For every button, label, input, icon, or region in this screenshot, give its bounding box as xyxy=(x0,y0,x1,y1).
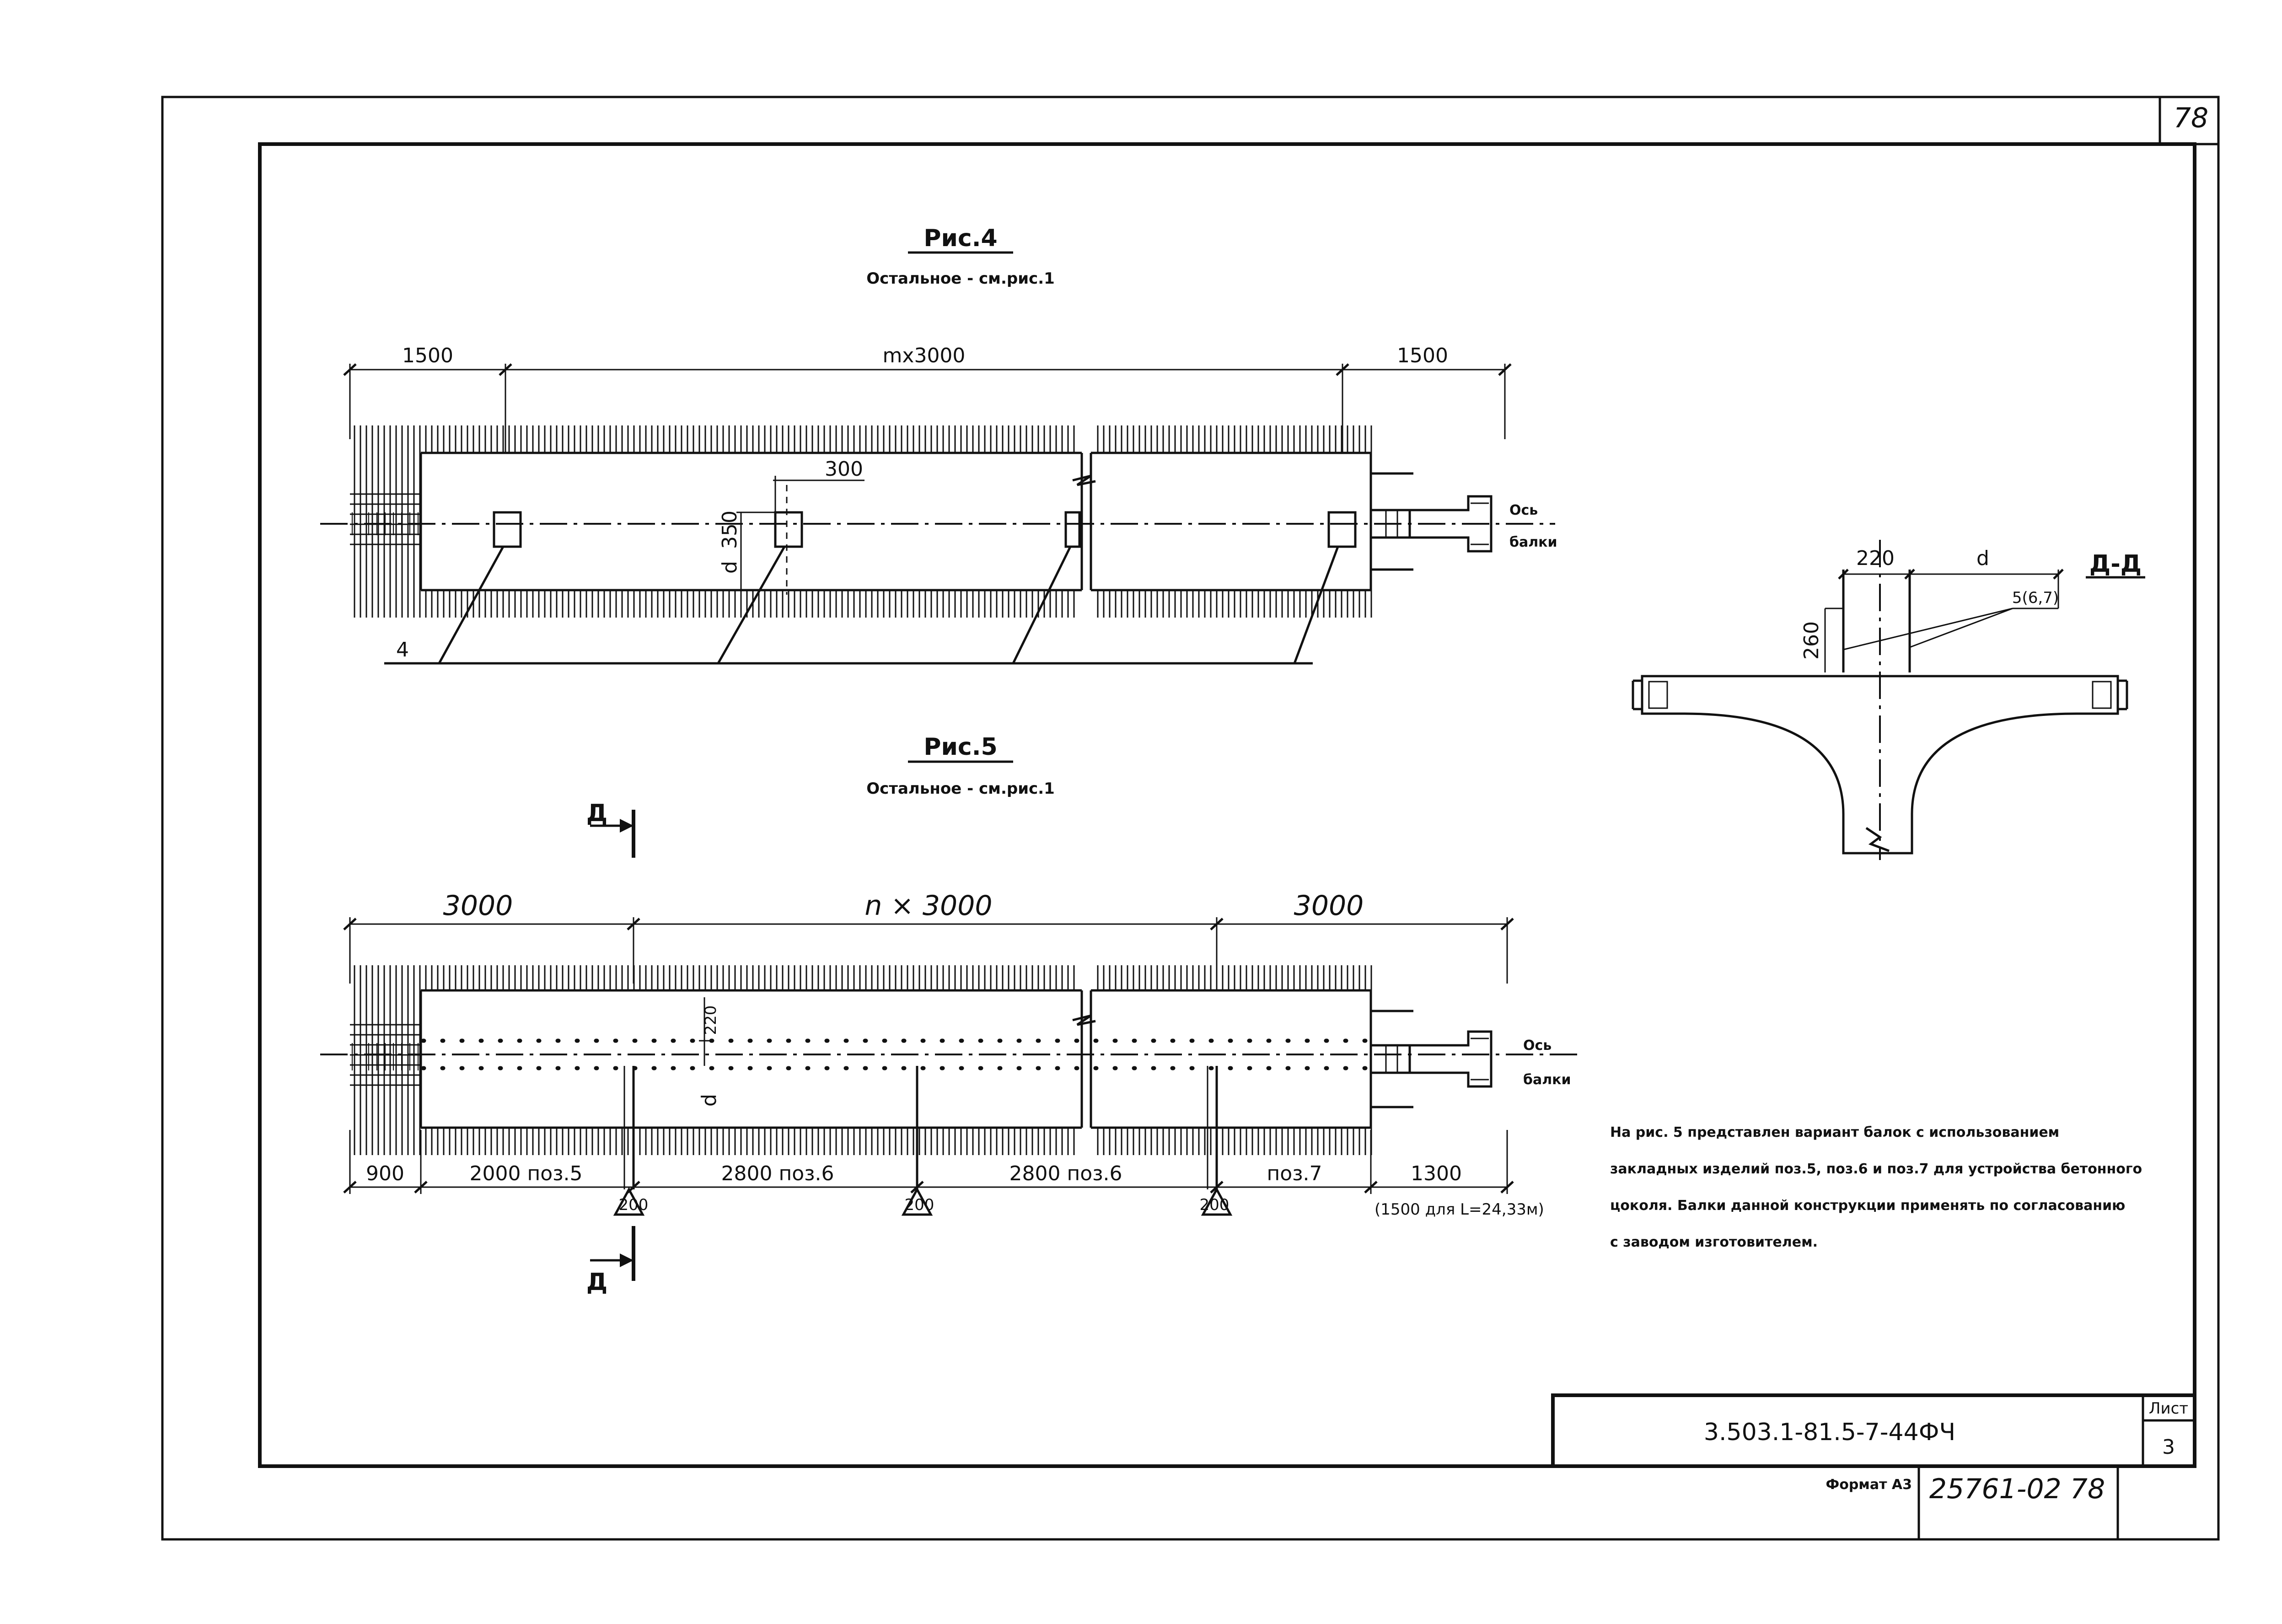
fig5-end-detail xyxy=(1369,1010,1493,1108)
fig5-section-mark-bottom-label: Д xyxy=(586,1269,607,1296)
inventory-number: 25761-02 78 xyxy=(1929,1473,2105,1505)
format-label: Формат А3 xyxy=(1826,1477,1912,1493)
fig5-subtitle: Остальное - см.рис.1 xyxy=(866,780,1055,798)
fig4-leader-label: 4 xyxy=(396,638,409,661)
fig5-title: Рис.5 xyxy=(924,733,997,761)
fig5-dim-left: 3000 xyxy=(443,890,513,922)
fig4-end-detail xyxy=(1369,472,1493,571)
fig4-leaders xyxy=(384,546,1339,665)
fig5-axis-label-2: балки xyxy=(1523,1072,1571,1088)
fig5-supports xyxy=(613,1187,1233,1216)
page-number: 78 xyxy=(2174,102,2208,134)
fig5-support-2: 200 xyxy=(1200,1196,1230,1214)
fig5-embedded-parts-dots xyxy=(421,1038,1372,1070)
fig5-bottom-dim-0: 900 xyxy=(366,1162,404,1185)
section-d-d: Д-Д 220 d 260 5(6,7) xyxy=(1632,540,2145,860)
fig5-bottom-dim-4: поз.7 xyxy=(1267,1162,1322,1185)
fig4-dimension-line xyxy=(343,363,1512,526)
section-leader-label: 5(6,7) xyxy=(2012,589,2059,607)
figure-4: Рис.4 Остальное - см.рис.1 1500 mx3000 1… xyxy=(320,225,1557,665)
fig4-dim-middle: mx3000 xyxy=(883,344,966,367)
note-block: На рис. 5 представлен вариант балок с ис… xyxy=(1610,1124,2142,1250)
fig5-bottom-dimension-line xyxy=(343,1130,1514,1194)
note-line-2: цоколя. Балки данной конструкции применя… xyxy=(1610,1198,2125,1214)
fig5-note-1500: (1500 для L=24,33м) xyxy=(1375,1200,1544,1219)
section-dim-260: 260 xyxy=(1800,621,1823,660)
fig5-section-mark-top xyxy=(590,810,635,858)
fig4-dim-right: 1500 xyxy=(1397,344,1448,367)
fig5-bottom-dim-3: 2800 поз.6 xyxy=(1009,1162,1122,1185)
fig4-dim-300: 300 xyxy=(825,457,863,481)
section-title: Д-Д xyxy=(2089,550,2142,578)
fig5-dim-right: 3000 xyxy=(1294,890,1364,922)
section-dim-220: 220 xyxy=(1856,547,1895,570)
fig5-bottom-dim-1: 2000 поз.5 xyxy=(469,1162,582,1185)
fig5-part-boundaries xyxy=(623,997,1218,1189)
fig5-support-1: 200 xyxy=(905,1196,934,1214)
fig4-embedded-plates xyxy=(493,485,1357,595)
fig5-bottom-dim-5: 1300 xyxy=(1411,1162,1462,1185)
fig5-section-mark-bottom xyxy=(590,1226,635,1281)
section-dim-d: d xyxy=(1976,547,1989,570)
fig5-dimension-line xyxy=(343,917,1514,984)
fig4-dim-d: d xyxy=(718,561,741,574)
note-line-0: На рис. 5 представлен вариант балок с ис… xyxy=(1610,1124,2059,1140)
fig4-title: Рис.4 xyxy=(924,225,997,252)
note-line-3: с заводом изготовителем. xyxy=(1610,1234,1818,1250)
sheet-number: 3 xyxy=(2162,1436,2175,1459)
fig5-bottom-dim-2: 2800 поз.6 xyxy=(721,1162,834,1185)
figure-5: Рис.5 Остальное - см.рис.1 Д Д 3 xyxy=(320,733,1583,1296)
title-block xyxy=(1551,1393,2196,1539)
fig4-local-dims xyxy=(736,476,864,590)
fig4-subtitle: Остальное - см.рис.1 xyxy=(866,269,1055,288)
fig4-axis-label-2: балки xyxy=(1509,534,1557,550)
fig5-dim-220: 220 xyxy=(702,1006,720,1035)
fig4-dim-350: 350 xyxy=(718,511,741,549)
fig4-axis-label-1: Ось xyxy=(1509,502,1538,518)
document-code: 3.503.1-81.5-7-44ФЧ xyxy=(1704,1419,1955,1446)
fig5-axis-label-1: Ось xyxy=(1523,1038,1552,1054)
fig5-beam-body xyxy=(419,989,1372,1129)
sheet-label: Лист xyxy=(2149,1399,2188,1418)
section-profile xyxy=(1641,675,2119,855)
fig5-section-mark-top-label: Д xyxy=(586,800,607,827)
fig4-beam-body xyxy=(419,452,1372,592)
fig5-end-mesh xyxy=(350,1024,421,1086)
fig4-dim-left: 1500 xyxy=(402,344,453,367)
sheet-frame xyxy=(161,96,2220,1541)
note-line-1: закладных изделий поз.5, поз.6 и поз.7 д… xyxy=(1610,1161,2142,1177)
fig5-dim-middle: n × 3000 xyxy=(864,890,992,922)
fig5-support-0: 200 xyxy=(619,1196,649,1214)
fig5-dim-d: d xyxy=(698,1094,721,1107)
